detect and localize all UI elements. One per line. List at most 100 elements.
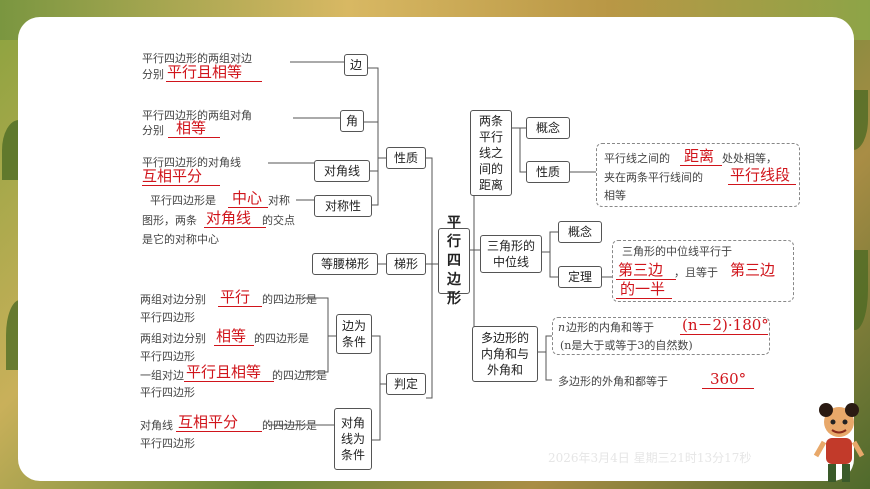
- answer-distance-b: 平行线段: [730, 166, 791, 184]
- branch-midline: 三角形的中位线: [480, 235, 542, 273]
- branch-distance: 两条平行线之间的距离: [470, 110, 512, 196]
- midline-concept: 概念: [558, 221, 602, 243]
- midline-concept-label: 概念: [567, 224, 592, 239]
- answer-sym-diag: 对角线: [206, 209, 252, 227]
- midline-theorem-box: [612, 240, 794, 302]
- side-text-2: 分别: [142, 68, 164, 81]
- distance-property-label: 性质: [535, 164, 560, 179]
- cartoon-mascot: [813, 403, 865, 482]
- answer-sym-center-underline: [228, 207, 268, 208]
- answer-judge2-underline: [214, 345, 254, 346]
- sym-text-2a: 图形，两条: [142, 214, 197, 227]
- judge-sides: 边为条件: [336, 314, 372, 354]
- judge2-text-1b: 的四边形是: [254, 332, 309, 345]
- angle-text-2: 分别: [142, 124, 164, 137]
- branch-distance-label: 两条平行线之间的距离: [478, 114, 503, 192]
- answer-sym-diag-underline: [204, 227, 266, 228]
- judge2-text-1a: 两组对边分别: [140, 332, 206, 345]
- answer-judge3: 平行且相等: [186, 363, 262, 381]
- branch-judge: 判定: [386, 373, 426, 395]
- judge1-text-1b: 的四边形是: [262, 293, 317, 306]
- sym-text-3: 是它的对称中心: [142, 233, 219, 246]
- angle-text-1: 平行四边形的两组对角: [142, 109, 252, 122]
- answer-midline-c: 的一半: [620, 280, 666, 298]
- distance-text-1b: 处处相等，: [722, 152, 777, 165]
- answer-angle: 相等: [176, 119, 207, 137]
- branch-nature: 性质: [386, 147, 426, 169]
- judge-diagonals: 对角线为条件: [334, 408, 372, 470]
- answer-diagonal-underline: [142, 185, 220, 186]
- answer-midline-b: 第三边: [730, 261, 776, 279]
- branch-polygon-label: 多边形的内角和与外角和: [480, 331, 529, 377]
- distance-concept: 概念: [526, 117, 570, 139]
- content-card: [18, 17, 854, 481]
- polygon-n: n: [558, 321, 566, 334]
- answer-judge1: 平行: [220, 288, 251, 306]
- midline-theorem: 定理: [558, 266, 602, 288]
- judge3-text-2: 平行四边形: [140, 386, 195, 399]
- answer-judge1-underline: [218, 306, 262, 307]
- branch-trapezoid-label: 梯形: [393, 256, 418, 271]
- nature-angle-label: 角: [345, 113, 358, 128]
- polygon-interior-box: [552, 317, 770, 355]
- trapezoid-isosceles: 等腰梯形: [312, 253, 378, 275]
- sym-text-2b: 的交点: [262, 214, 295, 227]
- answer-polygon-b-underline: [702, 388, 754, 389]
- center-node: 平行四边形: [438, 215, 470, 307]
- branch-trapezoid: 梯形: [386, 253, 426, 275]
- distance-concept-label: 概念: [535, 120, 560, 135]
- judge4-text-2: 平行四边形: [140, 437, 195, 450]
- polygon-text-2: (n是大于或等于3的自然数): [560, 339, 693, 352]
- answer-judge4-underline: [176, 431, 262, 432]
- judge1-text-2: 平行四边形: [140, 311, 195, 324]
- answer-polygon-b: 360°: [710, 370, 747, 388]
- judge-sides-label: 边为条件: [341, 319, 366, 349]
- distance-text-3: 相等: [604, 189, 626, 202]
- judge1-text-1a: 两组对边分别: [140, 293, 206, 306]
- answer-side: 平行且相等: [167, 63, 243, 81]
- midline-text-1: 三角形的中位线平行于: [622, 245, 732, 258]
- answer-distance-a: 距离: [684, 147, 715, 165]
- answer-polygon-a: (n－2)·180°: [682, 316, 769, 334]
- answer-distance-a-underline: [680, 165, 722, 166]
- timestamp: 2026年3月4日 星期三21时13分17秒: [548, 451, 752, 465]
- answer-diagonal: 互相平分: [142, 167, 203, 185]
- distance-property: 性质: [526, 161, 570, 183]
- sym-text-1a: 平行四边形是: [150, 194, 216, 207]
- nature-diagonal-label: 对角线: [323, 163, 360, 178]
- judge4-text-1a: 对角线: [140, 419, 173, 432]
- answer-midline-c-underline: [616, 298, 672, 299]
- nature-diagonal: 对角线: [314, 160, 370, 182]
- answer-judge4: 互相平分: [178, 413, 239, 431]
- midline-theorem-label: 定理: [567, 269, 592, 284]
- judge-diagonals-label: 对角线为条件: [340, 416, 365, 462]
- answer-midline-a: 第三边: [618, 261, 664, 279]
- diagonal-text-1: 平行四边形的对角线: [142, 156, 241, 169]
- judge4-text-1b: 的四边形是: [262, 419, 317, 432]
- answer-side-underline: [166, 81, 262, 82]
- distance-text-2: 夹在两条平行线间的: [604, 171, 703, 184]
- judge3-text-1b: 的四边形是: [272, 369, 327, 382]
- midline-text-2: ，且等于: [674, 266, 718, 279]
- answer-angle-underline: [168, 137, 220, 138]
- sym-text-1b: 对称: [268, 194, 290, 207]
- distance-text-1a: 平行线之间的: [604, 152, 670, 165]
- branch-judge-label: 判定: [393, 376, 418, 391]
- answer-polygon-a-underline: [680, 334, 768, 335]
- answer-midline-a-underline: [616, 279, 676, 280]
- judge3-text-1a: 一组对边: [140, 369, 184, 382]
- nature-symmetry: 对称性: [314, 195, 372, 217]
- distance-property-box: [596, 143, 800, 207]
- branch-nature-label: 性质: [393, 150, 418, 165]
- polygon-text-3: 多边形的外角和都等于: [558, 375, 668, 388]
- nature-side-label: 边: [349, 57, 362, 72]
- center-label: 平行四边形: [447, 214, 461, 307]
- answer-distance-b-underline: [728, 184, 796, 185]
- branch-polygon: 多边形的内角和与外角和: [472, 326, 538, 382]
- answer-judge3-underline: [184, 381, 274, 382]
- nature-angle: 角: [340, 110, 364, 132]
- judge2-text-2: 平行四边形: [140, 350, 195, 363]
- branch-midline-label: 三角形的中位线: [486, 239, 535, 269]
- answer-sym-center: 中心: [232, 189, 263, 207]
- polygon-text-1: 边形的内角和等于: [566, 321, 654, 334]
